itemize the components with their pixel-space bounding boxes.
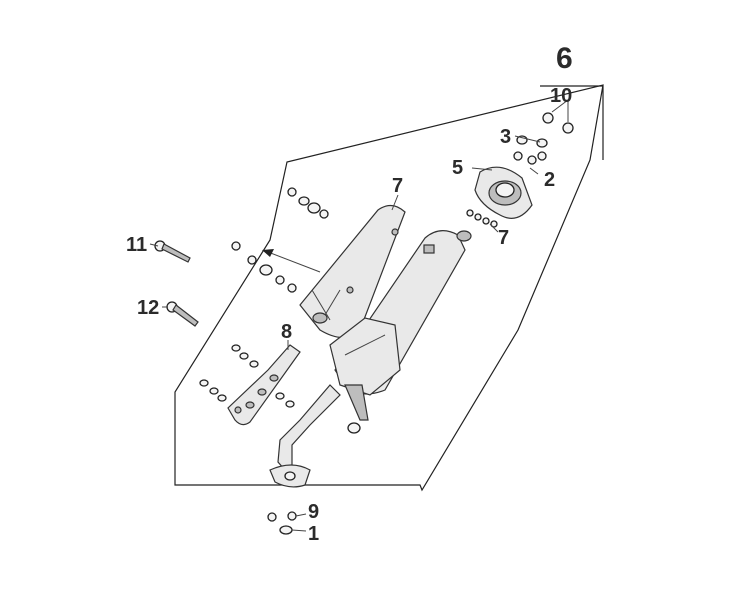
callout-2: 2 <box>544 169 555 191</box>
callout-3: 3 <box>500 126 511 148</box>
callout-7-lower: 7 <box>498 227 509 249</box>
callout-9: 9 <box>308 501 319 523</box>
muffler-body <box>329 230 472 434</box>
callout-12: 12 <box>137 297 159 319</box>
callout-1: 1 <box>308 523 319 545</box>
end-cap <box>474 166 533 219</box>
callout-5: 5 <box>452 157 463 179</box>
callout-10: 10 <box>550 85 572 107</box>
heat-shield <box>299 204 406 339</box>
group-bracket-6 <box>540 85 604 160</box>
callout-7-upper: 7 <box>392 175 403 197</box>
lower-heat-guard <box>227 344 301 426</box>
hardware-nuts <box>199 112 574 535</box>
bolt-12 <box>166 301 199 327</box>
bolt-11 <box>154 240 191 263</box>
callout-11: 11 <box>126 234 147 256</box>
callout-8: 8 <box>281 321 292 343</box>
leader-lines <box>149 99 569 532</box>
direction-arrow <box>262 249 321 273</box>
callout-6: 6 <box>556 42 573 75</box>
exhaust-pipe <box>269 384 341 488</box>
